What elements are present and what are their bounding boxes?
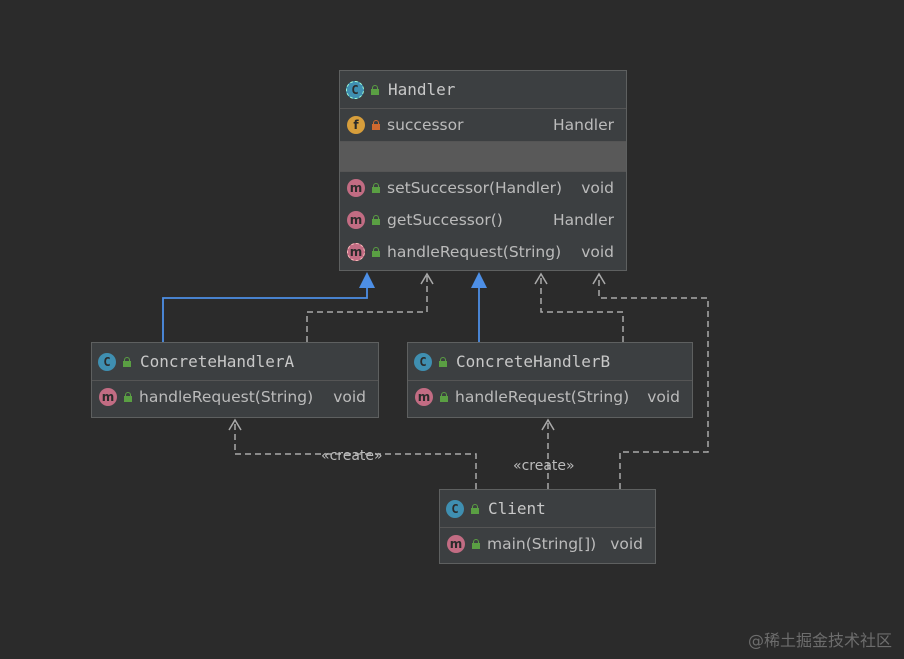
public-lock-icon <box>470 503 480 514</box>
method-row[interactable]: m main(String[]) void <box>440 528 655 560</box>
static-method-icon: m <box>447 535 465 553</box>
dep-a-to-handler <box>306 274 428 342</box>
method-name: setSuccessor(Handler) <box>387 179 563 197</box>
method-type: void <box>333 388 366 406</box>
create-label-a: «create» <box>321 448 383 464</box>
extends-a <box>162 286 368 342</box>
public-lock-icon <box>122 356 132 367</box>
dep-client-to-handler <box>598 274 709 489</box>
method-type: void <box>581 243 614 261</box>
class-icon: C <box>346 80 364 99</box>
runnable-class-icon: C <box>446 499 464 518</box>
field-icon: f <box>347 116 365 134</box>
class-name: Client <box>488 499 546 518</box>
method-row[interactable]: m setSuccessor(Handler) void <box>340 172 626 204</box>
class-name: Handler <box>388 80 456 99</box>
extends-b-arrowhead <box>471 272 487 288</box>
public-lock-icon <box>438 356 448 367</box>
method-type: void <box>647 388 680 406</box>
handler-class[interactable]: C Handler f successor Handler m setSucce… <box>339 70 627 271</box>
method-row[interactable]: m handleRequest(String) void <box>340 236 626 268</box>
method-name: handleRequest(String) <box>455 388 630 406</box>
concrete-handler-b-class[interactable]: C ConcreteHandlerB m handleRequest(Strin… <box>407 342 693 418</box>
public-lock-icon <box>370 84 380 95</box>
class-name: ConcreteHandlerB <box>456 352 611 371</box>
method-name: handleRequest(String) <box>387 243 562 261</box>
handler-header: C Handler <box>340 71 626 109</box>
class-name: ConcreteHandlerA <box>140 352 295 371</box>
field-type: Handler <box>552 116 614 134</box>
method-row[interactable]: m getSuccessor() Handler <box>340 204 626 236</box>
method-name: main(String[]) <box>487 535 597 553</box>
concrete-a-header: C ConcreteHandlerA <box>92 343 378 381</box>
private-lock-icon <box>371 120 381 130</box>
method-icon: m <box>347 179 365 197</box>
method-row[interactable]: m handleRequest(String) void <box>92 381 378 413</box>
abstract-method-icon: m <box>347 243 365 261</box>
class-icon: C <box>414 352 432 371</box>
method-type: void <box>581 179 614 197</box>
create-label-b: «create» <box>513 458 575 474</box>
watermark: @稀土掘金技术社区 <box>747 631 892 650</box>
class-icon: C <box>98 352 116 371</box>
method-name: getSuccessor() <box>387 211 503 229</box>
client-class[interactable]: C Client m main(String[]) void <box>439 489 656 564</box>
method-type: void <box>610 535 643 553</box>
public-lock-icon <box>123 392 133 402</box>
public-lock-icon <box>439 392 449 402</box>
client-header: C Client <box>440 490 655 528</box>
method-icon: m <box>415 388 433 406</box>
method-row[interactable]: m handleRequest(String) void <box>408 381 692 413</box>
method-type: Handler <box>552 211 614 229</box>
public-lock-icon <box>471 539 481 549</box>
create-client-to-a <box>234 420 477 489</box>
empty-section <box>340 142 626 172</box>
extends-a-arrowhead <box>359 272 375 288</box>
public-lock-icon <box>371 247 381 257</box>
dep-b-to-handler <box>540 274 624 342</box>
field-name: successor <box>387 116 464 134</box>
concrete-handler-a-class[interactable]: C ConcreteHandlerA m handleRequest(Strin… <box>91 342 379 418</box>
method-name: handleRequest(String) <box>139 388 314 406</box>
field-row[interactable]: f successor Handler <box>340 109 626 142</box>
method-icon: m <box>347 211 365 229</box>
public-lock-icon <box>371 183 381 193</box>
public-lock-icon <box>371 215 381 225</box>
concrete-b-header: C ConcreteHandlerB <box>408 343 692 381</box>
method-icon: m <box>99 388 117 406</box>
